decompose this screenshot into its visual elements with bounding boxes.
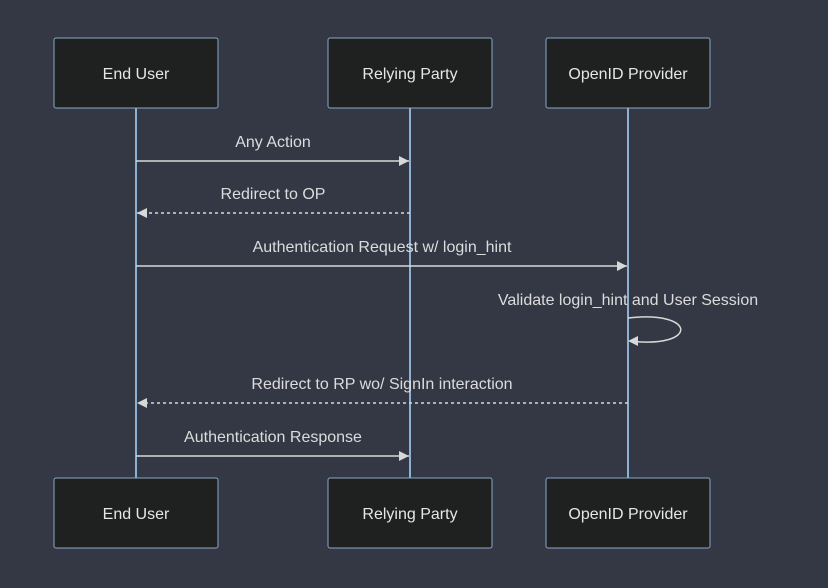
- actor-label: OpenID Provider: [568, 66, 688, 83]
- actor-box: [53, 477, 219, 549]
- message-label: Validate login_hint and User Session: [498, 292, 758, 309]
- arrow-head: [399, 156, 409, 166]
- message-label: Redirect to RP wo/ SignIn interaction: [251, 376, 512, 393]
- message-6: Authentication Response: [136, 429, 409, 461]
- actor-op-top: OpenID Provider: [545, 37, 711, 109]
- actor-box: [327, 37, 493, 109]
- arrow-head: [137, 398, 147, 408]
- actor-box: [545, 477, 711, 549]
- message-1: Any Action: [136, 134, 409, 166]
- message-2: Redirect to OP: [137, 186, 410, 218]
- actor-box: [53, 37, 219, 109]
- actor-box: [545, 37, 711, 109]
- actor-box: [327, 477, 493, 549]
- actor-label: Relying Party: [362, 506, 457, 523]
- message-4: Validate login_hint and User Session: [498, 292, 758, 346]
- message-label: Authentication Request w/ login_hint: [253, 239, 512, 256]
- message-3: Authentication Request w/ login_hint: [136, 239, 627, 271]
- actor-label: End User: [103, 506, 170, 523]
- actor-label: OpenID Provider: [568, 506, 688, 523]
- actor-label: End User: [103, 66, 170, 83]
- message-label: Authentication Response: [184, 429, 362, 446]
- message-5: Redirect to RP wo/ SignIn interaction: [137, 376, 628, 408]
- arrow-head: [628, 336, 638, 346]
- actor-label: Relying Party: [362, 66, 457, 83]
- arrow-head: [617, 261, 627, 271]
- arrow-head: [137, 208, 147, 218]
- message-label: Any Action: [235, 134, 311, 151]
- self-message-loop: [627, 316, 682, 343]
- actor-rp-top: Relying Party: [327, 37, 493, 109]
- message-label: Redirect to OP: [221, 186, 326, 203]
- actor-eu-top: End User: [53, 37, 219, 109]
- arrow-head: [399, 451, 409, 461]
- actor-op-bottom: OpenID Provider: [545, 477, 711, 549]
- actor-rp-bottom: Relying Party: [327, 477, 493, 549]
- actor-eu-bottom: End User: [53, 477, 219, 549]
